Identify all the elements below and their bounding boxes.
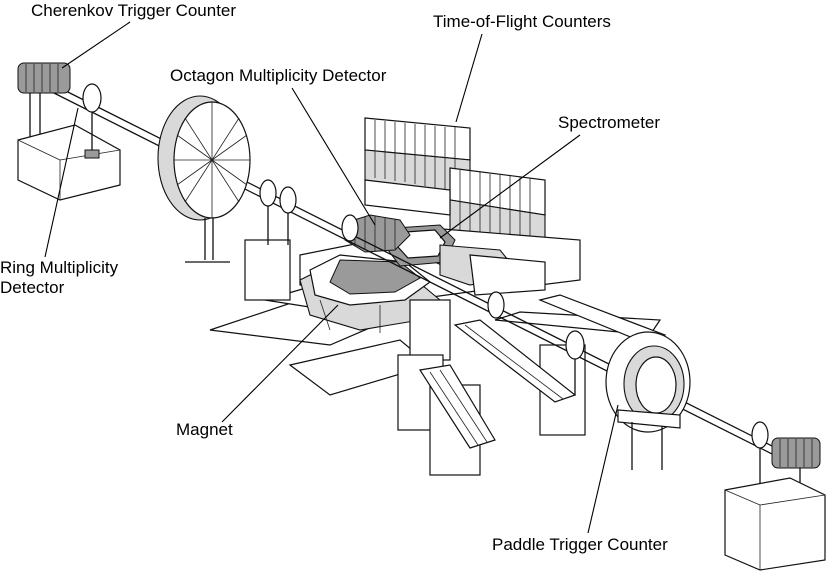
ring-support-left [82, 83, 102, 159]
rails [419, 294, 667, 449]
octagon-detector [344, 214, 411, 253]
ring-detector [157, 95, 251, 263]
cherenkov-left [17, 62, 121, 201]
leader-ring [44, 107, 79, 258]
spectrometer [387, 224, 546, 296]
label-ring-multiplicity-detector: Ring Multiplicity Detector [0, 258, 118, 298]
paddle-counter [605, 331, 691, 470]
label-spectrometer: Spectrometer [558, 113, 661, 132]
leader-paddle [587, 404, 619, 534]
beam-supports-mid [259, 179, 585, 395]
label-ring-line1: Ring Multiplicity [0, 258, 119, 277]
label-paddle-trigger-counter: Paddle Trigger Counter [492, 535, 668, 554]
label-cherenkov-trigger-counter: Cherenkov Trigger Counter [31, 1, 237, 20]
cherenkov-right [724, 421, 826, 571]
leader-spectrometer [439, 134, 581, 239]
label-ring-line2: Detector [0, 278, 65, 297]
label-octagon-multiplicity-detector: Octagon Multiplicity Detector [170, 66, 387, 85]
leader-lines [44, 21, 619, 534]
leader-magnet [221, 304, 339, 423]
leader-octagon [291, 87, 376, 226]
label-magnet: Magnet [176, 420, 233, 439]
label-time-of-flight-counters: Time-of-Flight Counters [433, 12, 611, 31]
leader-tof [455, 33, 483, 123]
leader-cherenkov [61, 21, 131, 69]
